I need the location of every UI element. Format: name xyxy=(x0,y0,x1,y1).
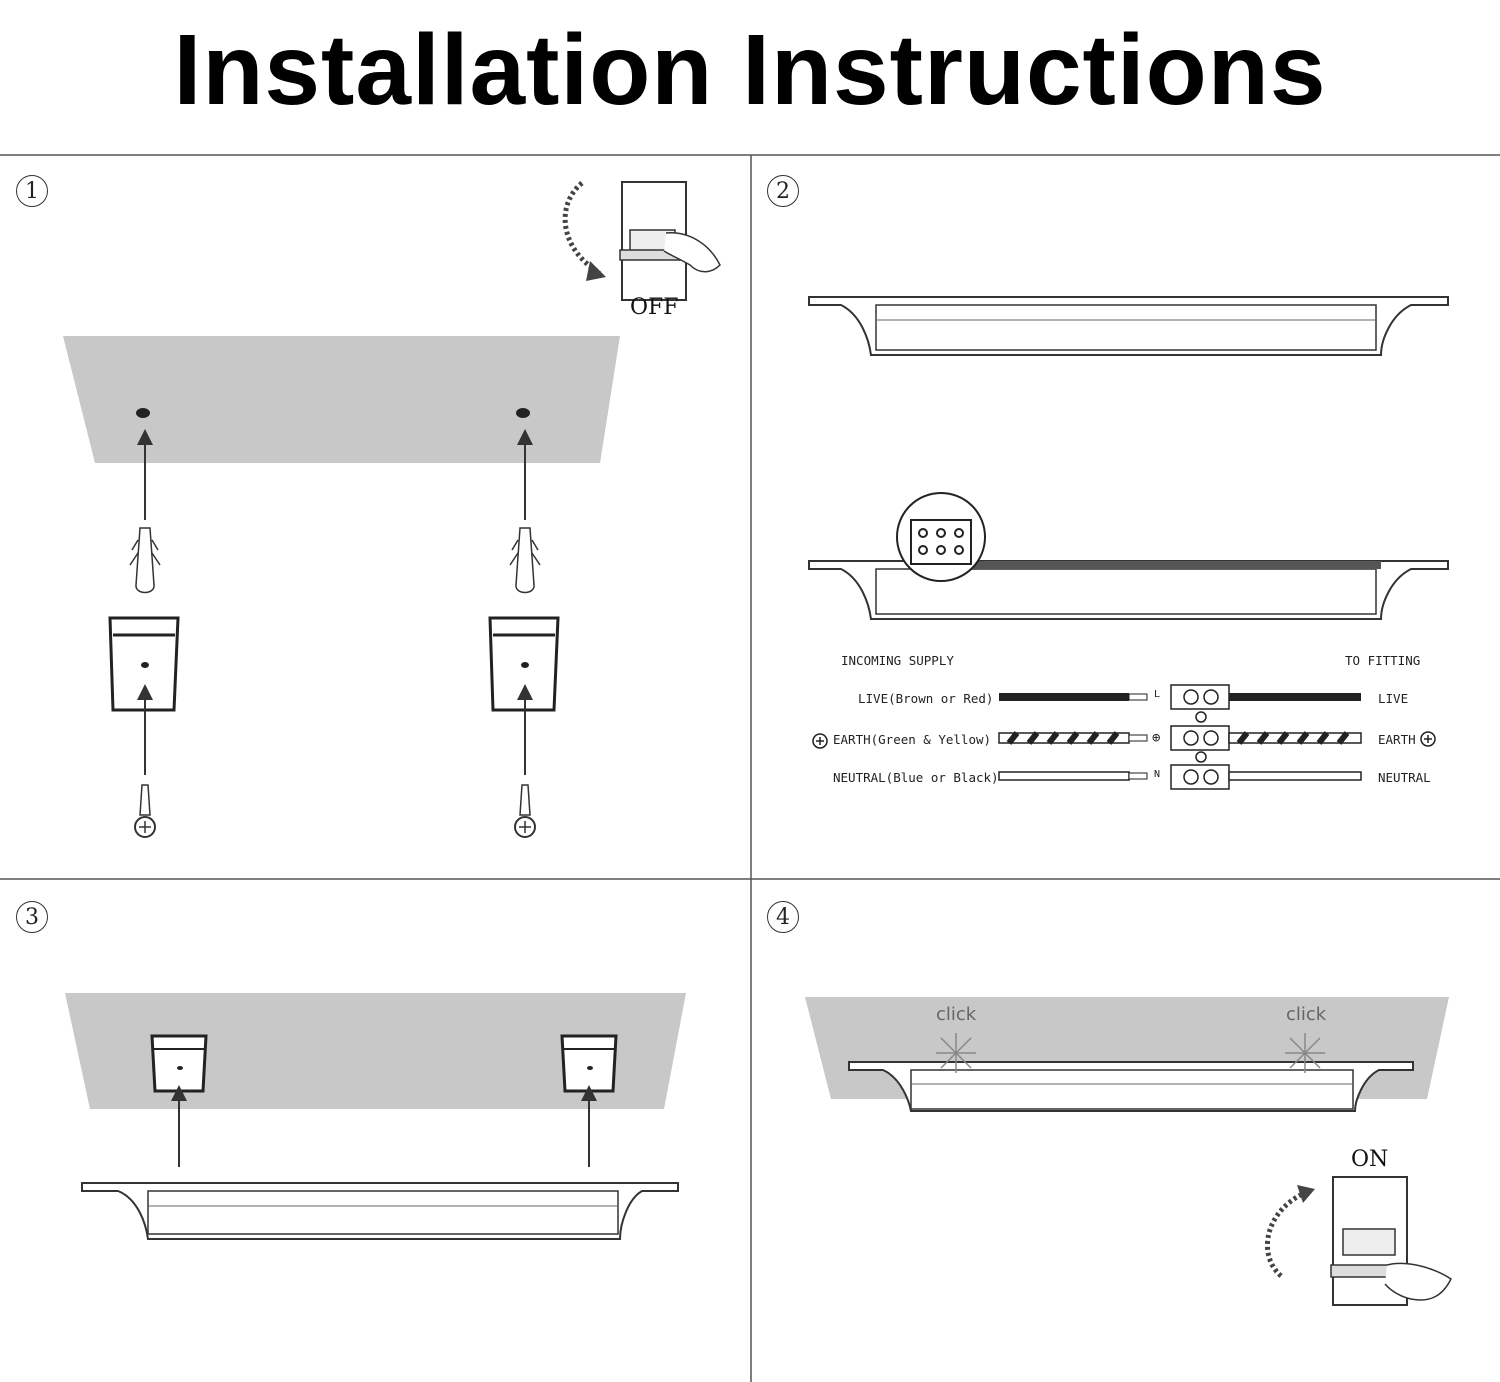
light-fixture-open-icon xyxy=(808,492,1449,620)
right-anchor-assembly xyxy=(488,429,560,838)
step-2-number: 2 xyxy=(767,175,799,207)
step-4-number: 4 xyxy=(767,901,799,933)
click-label-right: click xyxy=(1286,1004,1327,1025)
step-1-number: 1 xyxy=(16,175,48,207)
live-incoming-label: LIVE(Brown or Red) xyxy=(858,691,994,706)
wiring-diagram xyxy=(812,684,1436,790)
earth-terminal-label: ⊕ xyxy=(1152,730,1161,746)
left-anchor-assembly xyxy=(108,429,180,838)
step-3-panel: 3 xyxy=(0,879,751,1382)
light-fixture-icon xyxy=(808,296,1449,356)
earth-fitting-label: EARTH xyxy=(1378,732,1416,747)
step-3-number: 3 xyxy=(16,901,48,933)
live-fitting-label: LIVE xyxy=(1378,691,1409,706)
neutral-fitting-label: NEUTRAL xyxy=(1378,770,1431,785)
click-label-left: click xyxy=(936,1004,977,1025)
step-4-illustration xyxy=(805,997,1452,1306)
ceiling-panel xyxy=(65,993,686,1109)
earth-incoming-label: EARTH(Green & Yellow) xyxy=(833,732,992,747)
click-burst-icon xyxy=(936,1033,1325,1073)
step-3-illustration xyxy=(65,993,686,1240)
power-switch-off-icon xyxy=(562,181,721,301)
neutral-terminal-label: N xyxy=(1154,769,1161,780)
to-fitting-header: TO FITTING xyxy=(1345,653,1421,668)
page-title: Installation Instructions xyxy=(173,13,1327,126)
incoming-supply-header: INCOMING SUPPLY xyxy=(841,653,954,668)
ceiling-panel xyxy=(63,336,620,463)
live-terminal-label: L xyxy=(1154,689,1161,700)
step-1-panel: 1 xyxy=(0,155,751,879)
light-fixture-icon xyxy=(81,1182,679,1240)
switch-on-label: ON xyxy=(1351,1147,1389,1172)
light-fixture-icon xyxy=(848,1061,1414,1112)
step-4-panel: 4 click click ON xyxy=(751,879,1500,1382)
power-switch-on-icon xyxy=(1265,1176,1452,1306)
step-2-illustration xyxy=(808,296,1449,790)
neutral-incoming-label: NEUTRAL(Blue or Black) xyxy=(833,770,999,785)
step-1-illustration xyxy=(63,181,721,838)
switch-off-label: OFF xyxy=(630,295,679,320)
step-2-panel: 2 xyxy=(751,155,1500,879)
